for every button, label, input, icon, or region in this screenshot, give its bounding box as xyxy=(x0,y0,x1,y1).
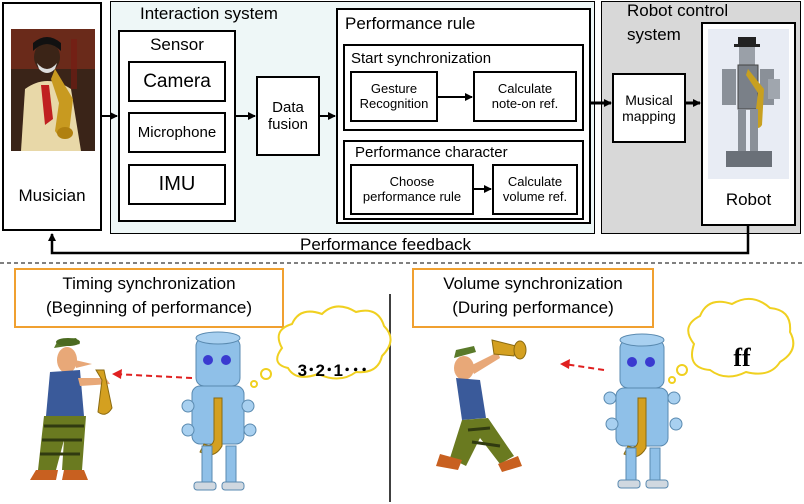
performance-rule-title: Performance rule xyxy=(345,14,476,33)
calc-volume-line2: volume ref. xyxy=(502,188,568,204)
volume-title-line2: (During performance) xyxy=(452,298,614,317)
countdown-text: 3･2･1･･･ xyxy=(298,361,369,380)
right-gaze-arrowhead xyxy=(560,359,570,369)
robot-label: Robot xyxy=(725,190,772,209)
choose-line2: performance rule xyxy=(362,188,462,204)
data-fusion-line2: fusion xyxy=(267,116,309,133)
data-fusion-box: Data fusion xyxy=(256,76,320,156)
calc-volume-box: Calculate volume ref. xyxy=(492,164,578,215)
musical-mapping-box: Musical mapping xyxy=(612,73,686,143)
timing-title-line2: (Beginning of performance) xyxy=(45,298,252,317)
musician-photo xyxy=(11,29,95,151)
left-gaze-arrowhead xyxy=(112,369,122,379)
robot-box: Robot xyxy=(701,22,796,226)
gesture-line2: Recognition xyxy=(359,95,429,111)
imu-label: IMU xyxy=(158,173,196,195)
arrow-feedback xyxy=(48,226,750,255)
mapping-line1: Musical xyxy=(625,91,673,108)
mapping-line2: mapping xyxy=(622,108,676,124)
robot-control-title-line1: Robot control xyxy=(627,1,729,20)
calc-noteon-line2: note-on ref. xyxy=(491,95,559,111)
volume-title-line1: Volume synchronization xyxy=(443,274,623,293)
scenario-illustrations: 3･2･1･･･ ff xyxy=(30,294,795,502)
camera-box: Camera xyxy=(128,61,226,102)
left-musician-figure xyxy=(30,338,113,480)
dynamic-cloud xyxy=(668,297,795,384)
calc-noteon-box: Calculate note-on ref. xyxy=(473,71,577,122)
right-robot-figure xyxy=(603,333,683,489)
data-fusion-line1: Data xyxy=(272,98,304,116)
flow-arrows xyxy=(0,93,804,264)
musician-label: Musician xyxy=(18,186,86,205)
calc-volume-line1: Calculate xyxy=(507,173,563,189)
left-gaze-arrow xyxy=(113,373,193,379)
countdown-cloud xyxy=(250,305,392,388)
gesture-recognition-box: Gesture Recognition xyxy=(350,71,438,122)
gesture-line1: Gesture xyxy=(370,80,418,96)
robot-control-title-line2: system xyxy=(627,25,681,44)
perf-character-title: Performance character xyxy=(355,144,508,161)
imu-box: IMU xyxy=(128,164,226,205)
camera-label: Camera xyxy=(143,70,211,92)
microphone-label: Microphone xyxy=(137,123,217,141)
choose-rule-box: Choose performance rule xyxy=(350,164,474,215)
timing-title-line1: Timing synchronization xyxy=(62,274,236,293)
musician-box: Musician xyxy=(2,2,102,231)
calc-noteon-line1: Calculate xyxy=(497,80,553,96)
left-robot-figure xyxy=(181,331,257,491)
performance-feedback-label: Performance feedback xyxy=(300,235,472,254)
volume-sync-title-box: Volume synchronization (During performan… xyxy=(412,268,654,328)
microphone-box: Microphone xyxy=(128,112,226,153)
timing-sync-title-box: Timing synchronization (Beginning of per… xyxy=(14,268,284,328)
dynamic-mark-text: ff xyxy=(733,343,751,372)
choose-line1: Choose xyxy=(389,173,435,189)
sensor-title: Sensor xyxy=(150,35,204,54)
right-gaze-arrow xyxy=(563,363,605,371)
start-sync-title: Start synchronization xyxy=(351,50,492,67)
interaction-system-title: Interaction system xyxy=(140,4,278,23)
robot-photo xyxy=(708,29,789,179)
right-musician-figure xyxy=(436,339,527,472)
